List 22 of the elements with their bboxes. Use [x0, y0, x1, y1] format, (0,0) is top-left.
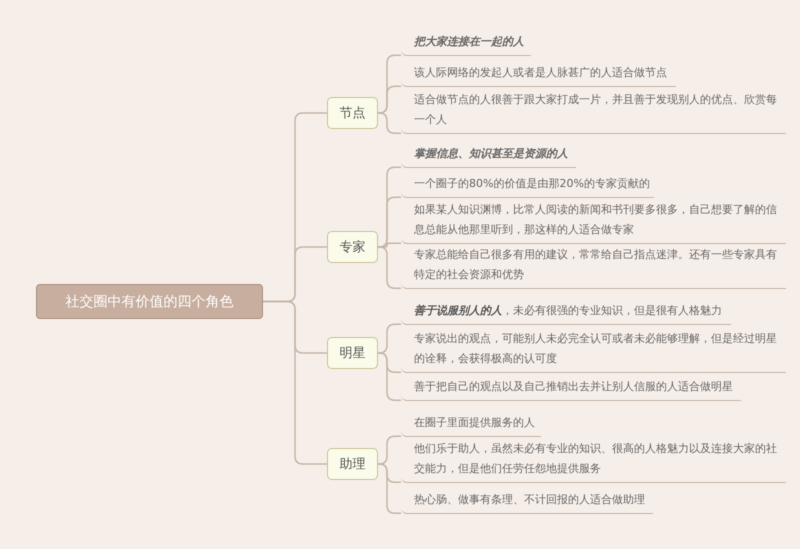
topic-box: 节点 [327, 97, 378, 129]
topic-box: 助理 [327, 448, 378, 480]
topic-box: 明星 [327, 337, 378, 369]
subtopic-text: 该人际网络的发起人或者是人脉甚广的人适合做节点 [401, 62, 676, 87]
subtopic-text: 善于说服别人的人，未必有很强的专业知识，但是很有人格魅力 [401, 300, 731, 325]
subtopic-text: 一个圈子的80%的价值是由那20%的专家贡献的 [401, 172, 654, 198]
subtopic-text: 如果某人知识渊博，比常人阅读的新闻和书刊要多很多，自己想要了解的信息总能从他那里听到，那这样的人适合做专家 [401, 202, 786, 244]
subtopic-text: 在圈子里面提供服务的人 [401, 410, 541, 437]
subtopic-text: 专家总能给自己很多有用的建议，常常给自己指点迷津。还有一些专家具有特定的社会资源和优势 [401, 246, 786, 289]
connector-line [378, 196, 401, 248]
connector-line [378, 246, 401, 289]
connector-line [263, 300, 327, 465]
subtopic-text: 热心肠、做事有条理、不计回报的人适合做助理 [401, 486, 653, 514]
connector-line [378, 86, 401, 114]
subtopic-text: 掌握信息、知识甚至是资源的人 [401, 145, 576, 168]
subtopic-text: 适合做节点的人很善于跟大家打成一片，并且善于发现别人的优点、欣赏每一个人 [401, 91, 786, 134]
topic-box: 专家 [327, 231, 378, 263]
central-topic: 社交圈中有价值的四个角色 [36, 284, 263, 319]
subtopic-text: 他们乐于助人，虽然未必有专业的知识、很高的人格魅力以及连接大家的社交能力，但是他们任劳任怨地提供服务 [401, 439, 786, 483]
subtopic-text: 专家说出的观点，可能别人未必完全认可或者未必能够理解，但是经过明星的诠释，会获得极高的认可度 [401, 329, 786, 373]
subtopic-text: 善于把自己的观点以及自己推销出去并让别人信服的人适合做明星 [401, 377, 741, 401]
subtopic-text: 把大家连接在一起的人 [401, 34, 531, 56]
